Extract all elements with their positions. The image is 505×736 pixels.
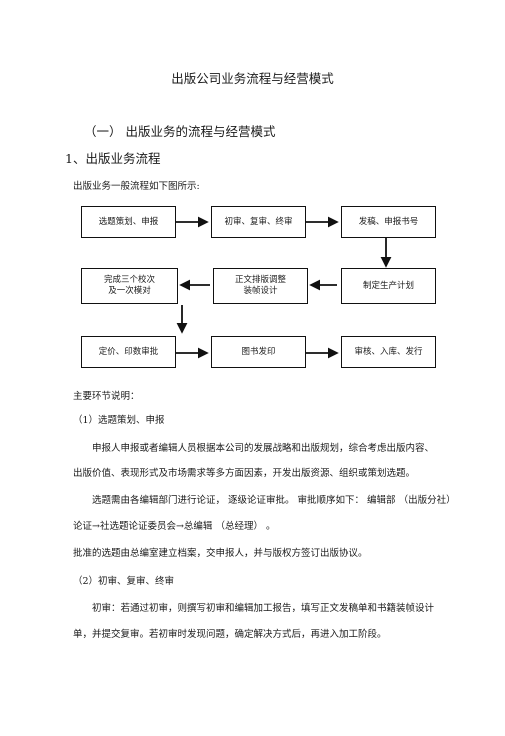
step-typesetting: 正文排版调整 装帧设计 — [213, 268, 308, 304]
document-title: 出版公司业务流程与经营模式 — [171, 71, 334, 86]
flowchart-intro: 出版业务一般流程如下图所示: — [73, 181, 200, 192]
item2-paragraph1-line1: 初审：若通过初审，则撰写初审和编辑加工报告，填写正文发稿单和书籍装帧设计 — [92, 603, 435, 614]
subsection-heading: 1、出版业务流程 — [65, 151, 161, 166]
item1-paragraph1-line2: 出版价值、表现形式及市场需求等多方面因素，开发出版资源、组织或策划选题。 — [73, 468, 416, 479]
step-three-reviews: 初审、复审、终审 — [211, 206, 306, 238]
section-heading: （一） 出版业务的流程与经营模式 — [84, 124, 276, 139]
item1-heading: （1）选题策划、申报 — [73, 415, 165, 426]
step-audit-distribution: 审核、入库、发行 — [341, 336, 436, 368]
item1-paragraph1-line1: 申报人申报或者编辑人员根据本公司的发展战略和出版规划，综合考虑出版内容、 — [92, 443, 435, 454]
item2-heading: （2）初审、复审、终审 — [73, 576, 175, 587]
step-pricing-approval: 定价、印数审批 — [81, 336, 176, 368]
step-submit-isbn: 发稿、申报书号 — [341, 206, 436, 238]
notes-heading: 主要环节说明： — [73, 391, 140, 402]
item1-paragraph3: 批准的选题由总编室建立档案，交申报人，并与版权方签订出版协议。 — [73, 548, 368, 559]
step-production-plan: 制定生产计划 — [341, 268, 436, 304]
flowchart-arrows — [176, 216, 392, 359]
step-proofreading: 完成三个校次 及一次模对 — [81, 268, 178, 304]
item2-paragraph1-line2: 单，并提交复审。若初审时发现问题，确定解决方式后，再进入加工阶段。 — [73, 629, 387, 640]
step-topic-planning: 选题策划、申报 — [81, 206, 176, 238]
item1-paragraph2-line1: 选题需由各编辑部门进行论证， 逐级论证审批。 审批顺序如下： 编辑部 （出版分社… — [92, 495, 456, 506]
publishing-flowchart: 选题策划、申报 初审、复审、终审 发稿、申报书号 完成三个校次 及一次模对 正文… — [73, 196, 444, 374]
item1-paragraph2-line2: 论证→社选题论证委员会→总编辑 （总经理） 。 — [73, 521, 276, 532]
step-print-release: 图书发印 — [211, 336, 306, 368]
